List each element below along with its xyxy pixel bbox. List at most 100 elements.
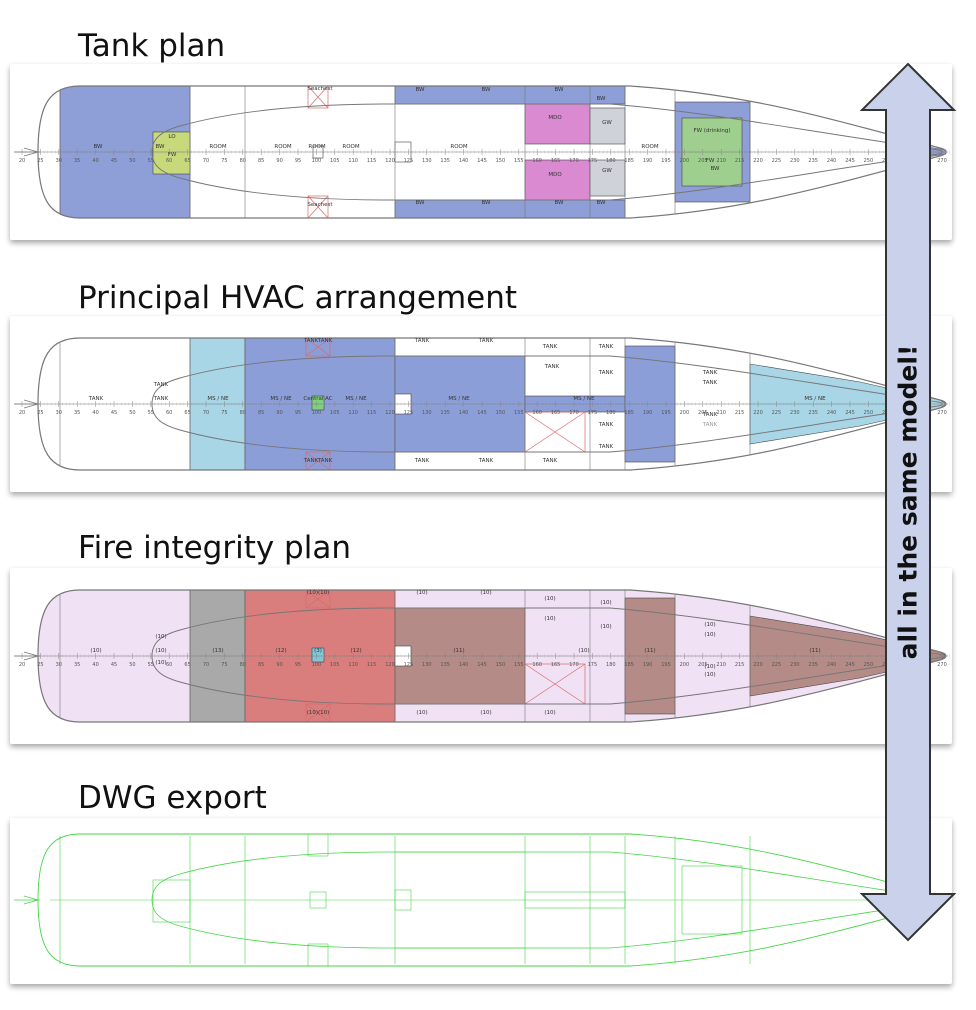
frame-tick-label: 170	[569, 410, 579, 416]
frame-tick-label: 215	[735, 158, 745, 164]
frame-tick-label: 45	[111, 158, 117, 164]
frame-tick-label: 235	[808, 158, 818, 164]
frame-tick-label: 20	[19, 158, 25, 164]
void-cross	[305, 451, 331, 471]
frame-tick-label: 155	[514, 410, 524, 416]
frame-tick-label: 225	[772, 662, 782, 668]
frame-tick-label: 205	[698, 410, 708, 416]
frame-tick-label: 85	[258, 158, 264, 164]
tank-label: FW (drinking)	[693, 128, 730, 134]
hvac-label: TANK	[702, 422, 718, 428]
frame-tick-label: 230	[790, 410, 800, 416]
hvac-label: TANKTANK	[303, 458, 333, 464]
tank-label: GW	[602, 120, 612, 126]
frame-tick-label: 250	[864, 662, 874, 668]
frame-tick-label: 270	[937, 158, 947, 164]
same-model-label: all in the same model!	[893, 344, 923, 660]
frame-tick-label: 120	[385, 410, 395, 416]
frame-tick-label: 75	[221, 662, 227, 668]
frame-tick-label: 185	[624, 158, 634, 164]
frame-tick-label: 170	[569, 158, 579, 164]
frame-tick-label: 145	[477, 158, 487, 164]
frame-tick-label: 50	[129, 410, 135, 416]
fire-label: (10)	[544, 616, 555, 622]
frame-tick-label: 135	[440, 410, 450, 416]
hvac-label: TANK	[478, 458, 494, 464]
frame-tick-label: 190	[643, 662, 653, 668]
frame-tick-label: 130	[422, 410, 432, 416]
frame-tick-label: 40	[92, 158, 98, 164]
frame-tick-label: 180	[606, 158, 616, 164]
fire-label: (10)	[544, 710, 555, 716]
frame-tick-label: 20	[19, 410, 25, 416]
dwg-box	[309, 891, 327, 909]
mdo-tank-1	[524, 103, 591, 145]
grey-water-tank-1	[589, 107, 626, 145]
frame-tick-label: 270	[937, 662, 947, 668]
fire-label: (10)(10)	[307, 710, 330, 716]
tank-label: MDO	[548, 115, 562, 121]
void-cross	[305, 337, 331, 357]
fire-label: (10)	[578, 648, 589, 654]
frame-tick-label: 55	[148, 410, 154, 416]
frame-tick-label: 65	[184, 410, 190, 416]
same-model-arrow	[859, 62, 960, 942]
section-title-fire-integrity: Fire integrity plan	[78, 530, 351, 566]
fire-label: (10)	[90, 648, 101, 654]
frame-tick-label: 190	[643, 158, 653, 164]
hvac-label: MS / NE	[345, 396, 367, 402]
fire-label: (3)	[314, 648, 322, 654]
frame-tick-label: 115	[367, 662, 377, 668]
fire-label: (10)(10)	[307, 590, 330, 596]
tank-label: FW	[706, 158, 715, 164]
frame-tick-label: 35	[74, 662, 80, 668]
frame-tick-label: 105	[330, 662, 340, 668]
frame-tick-label: 50	[129, 662, 135, 668]
tank-label: BW	[596, 200, 606, 206]
frame-tick-label: 225	[772, 158, 782, 164]
tank-label: ROOM	[450, 144, 467, 150]
frame-tick-label: 200	[680, 662, 690, 668]
frame-tick-label: 100	[312, 158, 322, 164]
frame-tick-label: 195	[661, 158, 671, 164]
frame-tick-label: 110	[348, 410, 358, 416]
frame-tick-label: 250	[864, 158, 874, 164]
frame-tick-label: 120	[385, 158, 395, 164]
frame-tick-label: 105	[330, 158, 340, 164]
frame-tick-label: 110	[348, 662, 358, 668]
frame-tick-label: 200	[680, 410, 690, 416]
frame-tick-label: 40	[92, 410, 98, 416]
frame-tick-label: 100	[312, 662, 322, 668]
frame-tick-label: 115	[367, 158, 377, 164]
tank-label: BW	[415, 200, 425, 206]
frame-tick-label: 235	[808, 410, 818, 416]
tank-label: ROOM	[641, 144, 658, 150]
hvac-label: MS / NE	[448, 396, 470, 402]
frame-tick-label: 35	[74, 410, 80, 416]
frame-tick-label: 165	[551, 410, 561, 416]
hvac-label: TANK	[153, 382, 169, 388]
frame-tick-label: 220	[753, 410, 763, 416]
frame-tick-label: 210	[716, 410, 726, 416]
hvac-label: MS / NE	[804, 396, 826, 402]
frame-tick-label: 65	[184, 662, 190, 668]
dwg-drawing	[10, 818, 952, 984]
frame-tick-label: 205	[698, 662, 708, 668]
frame-tick-label: 245	[845, 662, 855, 668]
frame-tick-label: 85	[258, 410, 264, 416]
frame-tick-label: 175	[588, 662, 598, 668]
frame-tick-label: 145	[477, 662, 487, 668]
frame-tick-label: 175	[588, 410, 598, 416]
frame-tick-label: 60	[166, 410, 172, 416]
fire-label: (12)	[275, 648, 286, 654]
frame-tick-label: 65	[184, 158, 190, 164]
frame-tick-label: 60	[166, 662, 172, 668]
hvac-label: TANK	[414, 458, 430, 464]
frame-tick-label: 30	[56, 410, 62, 416]
frame-tick-label: 50	[129, 158, 135, 164]
frame-tick-label: 20	[19, 662, 25, 668]
fire-label: (10)	[544, 596, 555, 602]
fire-label: (10)	[416, 590, 427, 596]
